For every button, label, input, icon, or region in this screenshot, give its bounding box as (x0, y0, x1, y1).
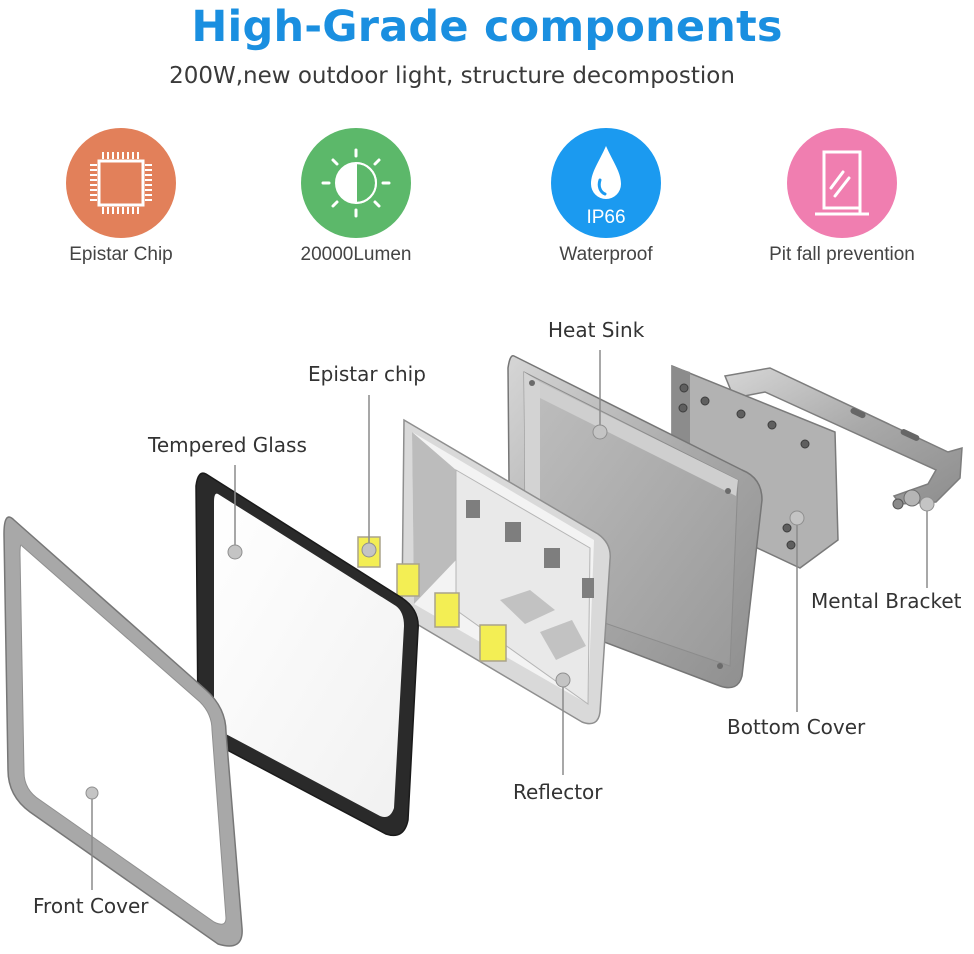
reflector-part (401, 418, 611, 725)
feature-epistar-chip: Epistar Chip (21, 128, 221, 266)
leader-dots (85, 424, 935, 800)
leader-lines (91, 350, 928, 890)
mental-bracket-part (723, 367, 963, 510)
feature-label: 20000Lumen (300, 244, 412, 265)
feature-label: Pit fall prevention (769, 244, 915, 265)
label-tempered-glass: Tempered Glass (148, 433, 307, 457)
label-heat-sink: Heat Sink (548, 318, 645, 342)
tempered-glass-part (195, 472, 419, 837)
label-reflector: Reflector (513, 780, 603, 804)
feature-waterproof: IP66 Waterproof (506, 128, 706, 266)
feature-pit-fall: Pit fall prevention (742, 128, 942, 266)
sun-icon (301, 128, 411, 238)
label-mental-bracket: Mental Bracket (811, 589, 962, 613)
glass-panel-icon (787, 128, 897, 238)
page-title: High-Grade components (191, 2, 783, 52)
chip-icon (66, 128, 176, 238)
feature-lumen: 20000Lumen (256, 128, 456, 266)
page-subtitle: 200W,new outdoor light, structure decomp… (169, 63, 735, 89)
label-front-cover: Front Cover (33, 894, 149, 918)
ip-rating-badge: IP66 (586, 207, 625, 228)
feature-label: Waterproof (559, 244, 653, 265)
front-cover-part (3, 516, 243, 947)
feature-label: Epistar Chip (69, 244, 173, 265)
label-epistar-chip: Epistar chip (308, 362, 426, 386)
water-drop-icon: IP66 (551, 128, 661, 238)
label-bottom-cover: Bottom Cover (727, 715, 866, 739)
